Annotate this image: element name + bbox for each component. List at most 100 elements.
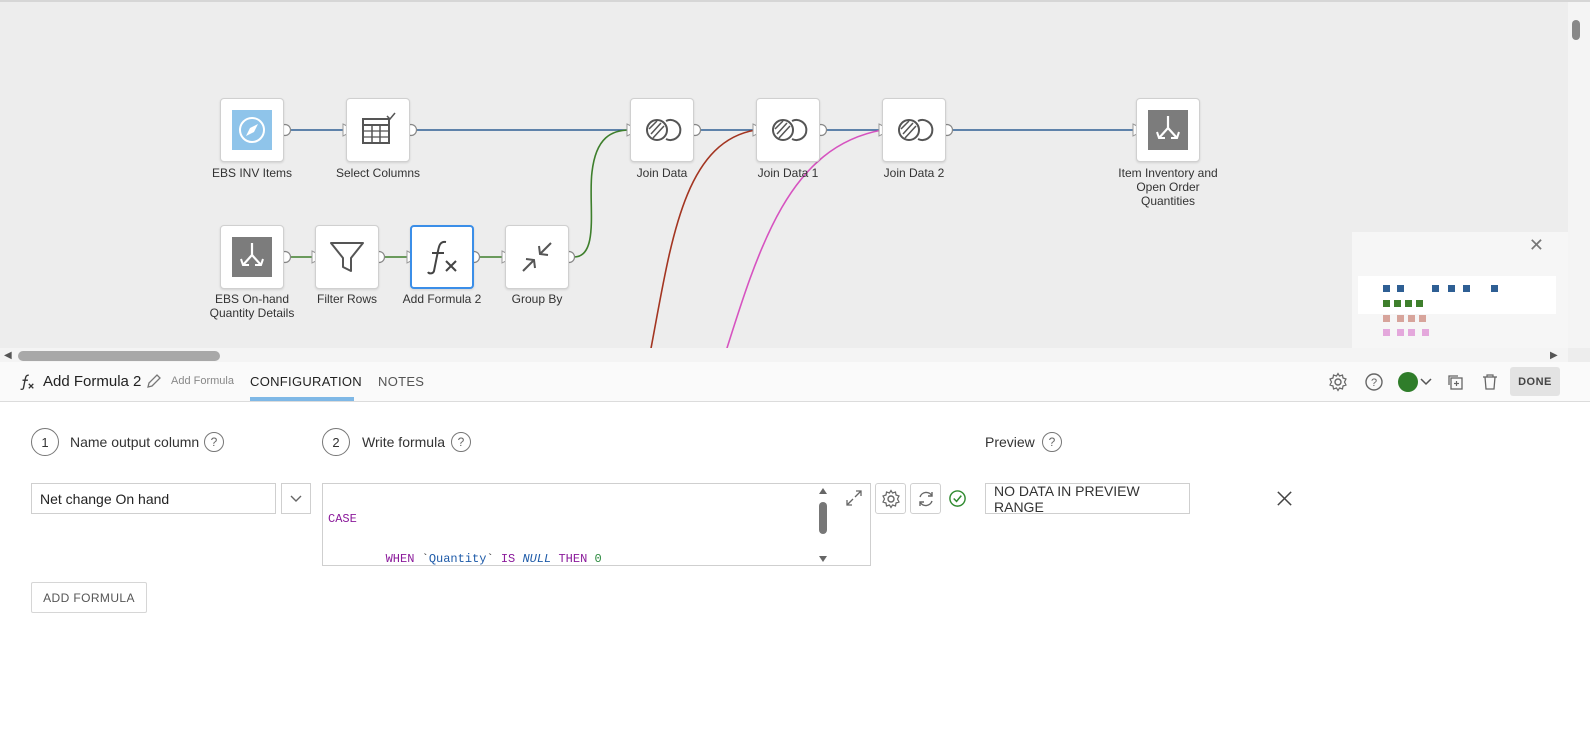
expand-icon[interactable] <box>846 490 862 511</box>
formula-icon <box>427 240 457 275</box>
node-label: Select Columns <box>335 166 421 180</box>
compass-icon <box>232 110 272 150</box>
svg-text:?: ? <box>1371 377 1377 389</box>
node-label: Join Data 2 <box>883 166 945 180</box>
duplicate-icon[interactable] <box>1443 370 1467 394</box>
name-output-column-label: Name output column <box>70 434 200 450</box>
minimap-dot <box>1394 300 1401 307</box>
help-icon[interactable]: ? <box>451 432 471 452</box>
horizontal-scrollbar[interactable]: ◀ ▶ <box>0 348 1568 362</box>
minimap-dot <box>1383 329 1390 336</box>
wire-red-to-join1 <box>647 129 757 362</box>
node-join-data-2[interactable] <box>882 98 946 162</box>
editor-scrollbar[interactable] <box>817 486 829 564</box>
join-icon <box>898 119 934 141</box>
code-line: CASE <box>328 512 357 526</box>
minimap-dot <box>1397 315 1404 322</box>
node-ebs-inv-items[interactable] <box>220 98 284 162</box>
minimap-dot <box>1432 285 1439 292</box>
code-line: WHEN `Quantity` IS NULL THEN 0 <box>385 552 602 566</box>
scrollbar-thumb[interactable] <box>819 502 827 534</box>
node-join-data[interactable] <box>630 98 694 162</box>
collapse-icon <box>522 242 552 272</box>
done-button[interactable]: DONE <box>1510 367 1560 396</box>
tab-notes[interactable]: NOTES <box>378 374 425 389</box>
chevron-down-icon[interactable] <box>1416 370 1436 394</box>
node-join-data-1[interactable] <box>756 98 820 162</box>
pencil-icon[interactable] <box>146 373 162 394</box>
preview-value: NO DATA IN PREVIEW RANGE <box>985 483 1190 515</box>
help-icon[interactable]: ? <box>1042 432 1062 452</box>
minimap-dot <box>1408 329 1415 336</box>
node-add-formula-2[interactable] <box>410 225 474 289</box>
status-indicator[interactable] <box>1398 372 1418 392</box>
node-filter-rows[interactable] <box>315 225 379 289</box>
chevron-down-icon <box>290 495 302 502</box>
scrollbar-thumb[interactable] <box>1572 20 1580 40</box>
check-circle-icon <box>948 489 967 513</box>
minimap-dot <box>1383 315 1390 322</box>
minimap[interactable]: ✕ <box>1352 232 1568 350</box>
scroll-left-icon[interactable]: ◀ <box>4 350 12 361</box>
help-icon[interactable]: ? <box>204 432 224 452</box>
minimap-dot <box>1416 300 1423 307</box>
scroll-right-icon[interactable]: ▶ <box>1550 350 1558 361</box>
formula-code[interactable]: CASE WHEN `Quantity` IS NULL THEN 0 WHEN… <box>328 489 631 566</box>
minimap-dot <box>1408 315 1415 322</box>
filter-icon <box>330 242 364 272</box>
scroll-up-icon[interactable] <box>817 486 829 496</box>
step-2-number: 2 <box>322 428 350 456</box>
dataset-icon <box>232 237 272 277</box>
minimap-dot <box>1405 300 1412 307</box>
scroll-down-icon[interactable] <box>817 554 829 564</box>
wire-groupby-to-join <box>573 129 631 258</box>
pipeline-canvas[interactable]: EBS INV Items Select Columns Join Data <box>0 0 1590 362</box>
node-select-columns[interactable] <box>346 98 410 162</box>
output-column-name-input[interactable] <box>31 483 276 514</box>
gear-icon[interactable] <box>1326 370 1350 394</box>
minimap-dot <box>1448 285 1455 292</box>
node-label: EBS On-hand Quantity Details <box>209 292 295 320</box>
node-title: Add Formula 2 <box>43 373 142 390</box>
table-columns-icon <box>362 112 396 144</box>
help-icon[interactable]: ? <box>1362 370 1386 394</box>
trash-icon[interactable] <box>1478 370 1502 394</box>
minimap-dot <box>1397 285 1404 292</box>
node-item-inventory[interactable] <box>1136 98 1200 162</box>
close-icon[interactable]: ✕ <box>1528 235 1544 255</box>
node-label: Group By <box>511 292 563 306</box>
wire-pink-to-join2 <box>721 129 883 362</box>
tab-configuration[interactable]: CONFIGURATION <box>250 374 362 389</box>
column-dropdown-button[interactable] <box>281 483 311 514</box>
refresh-preview-button[interactable] <box>910 483 941 514</box>
vertical-scrollbar[interactable] <box>1568 2 1590 348</box>
node-group-by[interactable] <box>505 225 569 289</box>
minimap-dot <box>1422 329 1429 336</box>
node-type: Add Formula <box>171 375 234 387</box>
node-label: Join Data <box>636 166 688 180</box>
minimap-viewport[interactable] <box>1358 276 1556 314</box>
write-formula-label: Write formula <box>362 434 445 450</box>
node-ebs-onhand[interactable] <box>220 225 284 289</box>
join-icon <box>646 119 682 141</box>
minimap-dot <box>1419 315 1426 322</box>
gear-icon <box>881 488 900 509</box>
close-icon[interactable] <box>1275 489 1294 513</box>
scrollbar-thumb[interactable] <box>18 351 220 361</box>
node-label: Filter Rows <box>316 292 377 306</box>
formula-settings-button[interactable] <box>875 483 906 514</box>
active-tab-indicator <box>250 397 354 401</box>
refresh-icon <box>918 491 933 506</box>
dataset-icon <box>1148 110 1188 150</box>
node-label: EBS INV Items <box>211 166 293 180</box>
minimap-dot <box>1463 285 1470 292</box>
add-formula-button[interactable]: ADD FORMULA <box>31 582 147 613</box>
formula-icon <box>18 372 36 397</box>
formula-editor[interactable]: CASE WHEN `Quantity` IS NULL THEN 0 WHEN… <box>322 483 871 566</box>
join-icon <box>772 119 808 141</box>
minimap-dot <box>1397 329 1404 336</box>
preview-label: Preview <box>985 434 1035 450</box>
minimap-dot <box>1383 285 1390 292</box>
step-header: Add Formula 2 Add Formula CONFIGURATION … <box>0 362 1590 402</box>
minimap-dot <box>1491 285 1498 292</box>
